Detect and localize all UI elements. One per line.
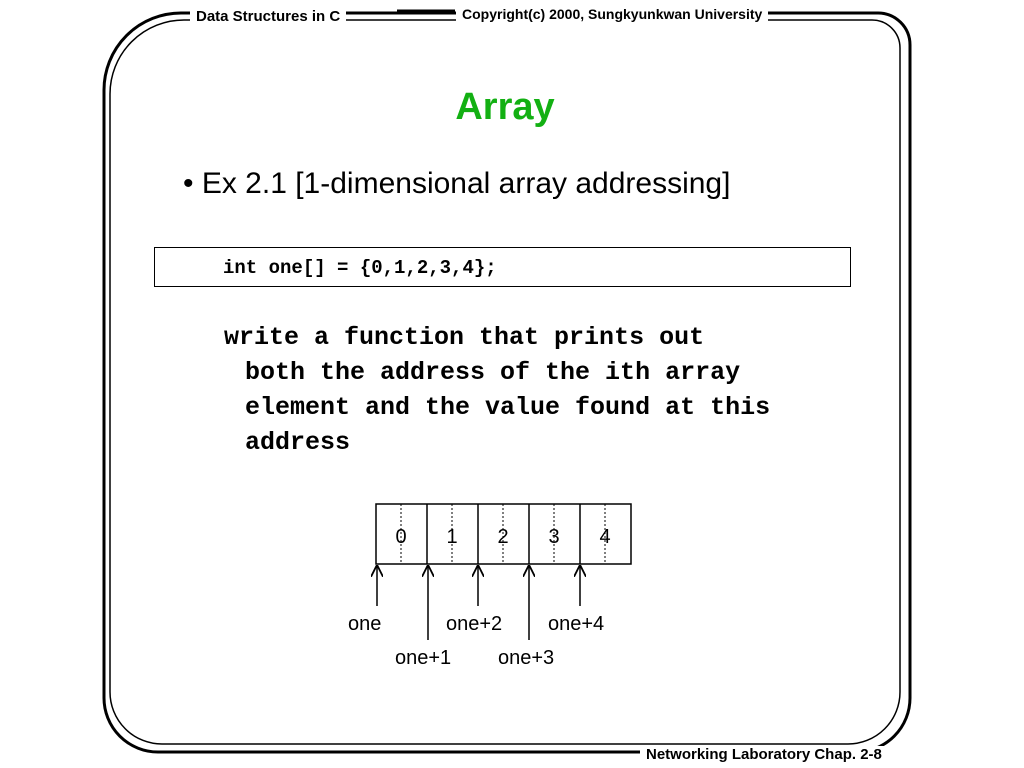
cell-dividers (426, 504, 581, 564)
header-course-title: Data Structures in C (190, 8, 347, 25)
array-cell-0: 0 (395, 526, 407, 548)
array-cell-3: 3 (548, 526, 560, 548)
pointer-label-one: one (348, 613, 382, 635)
task-line-2: both the address of the ith array (245, 358, 741, 387)
pointer-label-one-plus-3: one+3 (498, 647, 555, 669)
pointer-label-one-plus-2: one+2 (446, 613, 503, 635)
bullet-example: • Ex 2.1 [1-dimensional array addressing… (183, 167, 731, 200)
code-line: int one[] = {0,1,2,3,4}; (223, 257, 497, 279)
task-line-4: address (245, 428, 351, 457)
code-box: int one[] = {0,1,2,3,4}; (154, 247, 851, 287)
slide-title: Array (455, 86, 555, 128)
cell-midlines (400, 504, 606, 564)
pointer-label-one-plus-4: one+4 (548, 613, 605, 635)
array-cell-2: 2 (497, 526, 509, 548)
footer-chapter-label: Networking Laboratory Chap. 2-8 (640, 746, 888, 763)
array-cell-1: 1 (446, 526, 458, 548)
array-cell-4: 4 (599, 526, 611, 548)
task-line-1: write a function that prints out (224, 323, 705, 352)
pointer-label-one-plus-1: one+1 (395, 647, 452, 669)
pointer-arrows (377, 566, 580, 640)
header-copyright: Copyright(c) 2000, Sungkyunkwan Universi… (456, 6, 769, 22)
task-line-3: element and the value found at this (245, 393, 771, 422)
task-description: write a function that prints out both th… (224, 320, 770, 460)
